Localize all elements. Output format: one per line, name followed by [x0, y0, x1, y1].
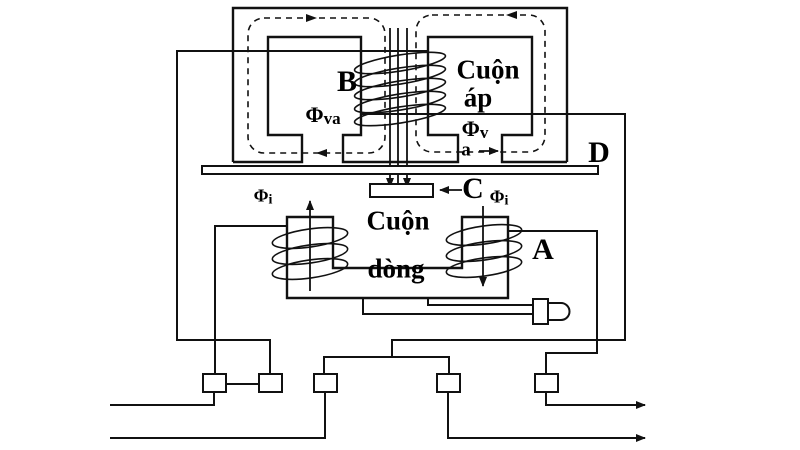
terminal-5	[534, 373, 559, 393]
flux-loop-right	[415, 14, 546, 153]
flux-arrow-left-bottom	[316, 149, 327, 157]
register-cap	[548, 302, 571, 321]
register-body	[532, 298, 549, 325]
voltage-lead-junction	[323, 356, 450, 374]
flux-v-subscript: v	[479, 123, 489, 142]
terminal-1	[202, 373, 227, 393]
output-arrows	[447, 392, 646, 442]
voltage-core	[231, 6, 569, 164]
label-flux-i-left: Φi	[253, 185, 273, 208]
flux-i-right-symbol: Φ	[489, 186, 505, 207]
flux-i-right-subscript: i	[504, 193, 509, 209]
label-core-a: A	[532, 233, 554, 266]
flux-v-symbol: Φ	[461, 116, 480, 141]
current-coil-winding	[271, 223, 523, 281]
flux-va-symbol: Φ	[305, 102, 324, 127]
terminal-3	[313, 373, 338, 393]
disc-element-c	[369, 183, 434, 198]
label-voltage-coil-line2: áp	[463, 82, 493, 113]
label-flux-v: Φv	[461, 116, 489, 142]
label-voltage-coil-line1: Cuộn	[456, 54, 520, 85]
line-in-wire-bottom	[110, 392, 326, 439]
voltage-coil-lead-right	[360, 113, 626, 357]
register-wire-upper	[427, 298, 533, 306]
disc-d	[201, 165, 599, 175]
voltage-coil-winding	[353, 51, 447, 127]
terminal-2	[258, 373, 283, 393]
flux-i-left-symbol: Φ	[253, 185, 269, 206]
current-core	[285, 215, 510, 300]
voltage-core-outer	[231, 6, 569, 162]
flux-arrow-right-top	[506, 11, 517, 19]
load-wire-lower	[447, 392, 646, 442]
circuit-wires	[110, 50, 626, 439]
current-coil-lead-left	[214, 225, 287, 374]
flux-va-subscript: va	[323, 109, 341, 128]
label-current-coil-line2: dòng	[367, 253, 425, 284]
flux-i-left-subscript: i	[268, 192, 273, 208]
current-coil-lead-right	[508, 230, 598, 374]
label-disc-element-c: C	[462, 172, 484, 205]
voltage-coil-lead-left	[176, 50, 428, 374]
label-disc-d: D	[588, 136, 610, 169]
register-component	[362, 298, 571, 325]
label-flux-v-cont: a	[461, 139, 471, 161]
line-in-wire-top	[110, 392, 215, 406]
flux-loop-arrowheads	[306, 11, 517, 157]
label-flux-va: Φva	[305, 102, 341, 128]
terminals	[202, 373, 559, 393]
spindle-flux-lines	[386, 28, 411, 188]
voltage-core-windows	[233, 35, 567, 164]
flux-arrow-left-top	[306, 14, 317, 22]
label-core-b: B	[336, 65, 358, 98]
terminal-4	[436, 373, 461, 393]
load-wire-upper	[545, 392, 646, 409]
register-wire-lower	[362, 298, 533, 315]
label-flux-i-right: Φi	[489, 186, 509, 209]
label-current-coil-line1: Cuộn	[366, 205, 430, 236]
